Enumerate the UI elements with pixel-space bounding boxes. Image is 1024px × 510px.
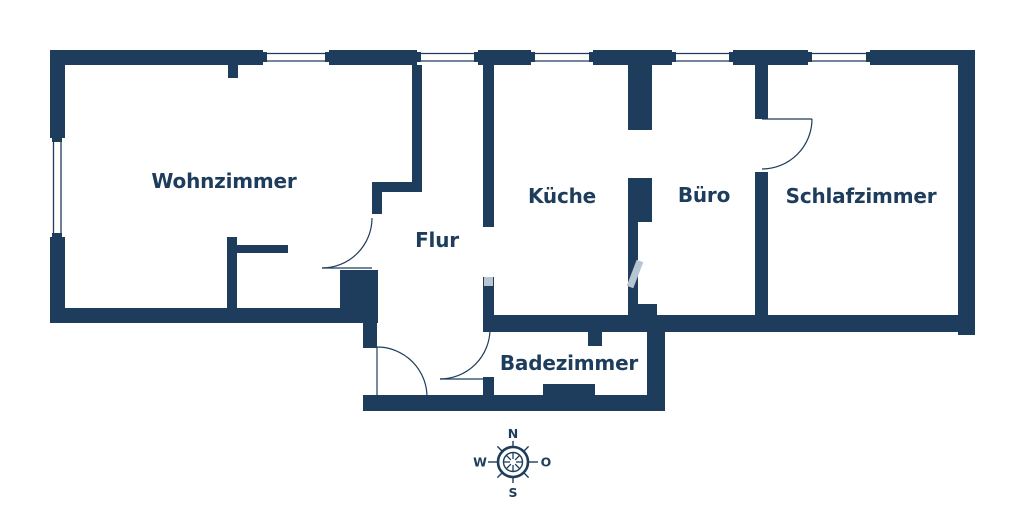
room-label-badezimmer: Badezimmer [500, 351, 639, 375]
window [808, 52, 870, 62]
compass-north-label: N [508, 426, 518, 441]
windows [52, 52, 870, 237]
walls [50, 50, 975, 411]
window [417, 52, 478, 62]
window [672, 52, 733, 62]
window [531, 52, 593, 62]
compass-west-label: W [473, 455, 487, 470]
room-labels: Wohnzimmer Flur Küche Büro Schlafzimmer … [151, 169, 936, 375]
room-label-wohnzimmer: Wohnzimmer [151, 169, 297, 193]
door-badezimmer [439, 328, 491, 380]
doors [321, 118, 813, 398]
compass-ticks [488, 441, 538, 483]
room-label-flur: Flur [415, 228, 459, 252]
watermark-fragments [484, 259, 644, 289]
door-wohnzimmer [321, 217, 373, 269]
compass-spokes [503, 452, 523, 472]
door-schlafzimmer [761, 118, 813, 170]
room-label-kueche: Küche [528, 184, 596, 208]
window [263, 52, 329, 62]
compass-south-label: S [508, 485, 517, 500]
door-entrance [376, 346, 428, 398]
room-label-buero: Büro [678, 183, 730, 207]
window [52, 138, 62, 237]
compass-east-label: O [541, 455, 552, 470]
compass-rose-icon: N O S W [473, 426, 551, 500]
room-label-schlafzimmer: Schlafzimmer [786, 184, 937, 208]
